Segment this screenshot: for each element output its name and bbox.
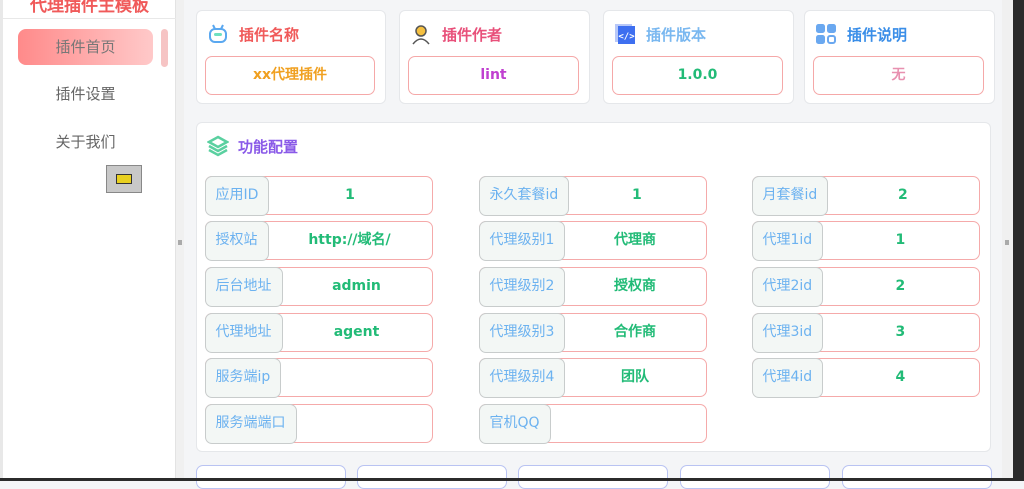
sidebar: 代理插件主模板 插件首页 插件设置 关于我们 — [0, 0, 176, 481]
config-field-input[interactable]: 代理商 — [613, 232, 656, 248]
config-field-input[interactable] — [549, 405, 706, 442]
config-field-label: 代理2id — [751, 266, 824, 307]
action-button[interactable] — [680, 465, 830, 489]
window-edge — [1013, 0, 1024, 481]
user-icon — [410, 23, 432, 45]
action-button[interactable] — [196, 465, 346, 489]
info-card-title: 插件作者 — [442, 25, 503, 44]
config-field-input[interactable] — [280, 359, 432, 396]
info-card: 插件说明 无 — [804, 10, 995, 104]
config-field: 代理地址 agent — [204, 312, 433, 353]
info-card: 插件名称 xx代理插件 — [196, 10, 386, 104]
nav-plugin-settings[interactable]: 插件设置 — [55, 85, 116, 103]
info-card-value[interactable]: xx代理插件 — [205, 56, 375, 95]
config-field: 应用ID 1 — [204, 175, 433, 216]
action-button[interactable] — [842, 465, 992, 489]
config-field-input[interactable]: 2 — [898, 187, 908, 203]
config-field-label: 代理级别3 — [478, 312, 566, 353]
info-card: </> 插件版本 1.0.0 — [603, 10, 794, 104]
config-field-label: 授权站 — [204, 220, 269, 261]
config-field-label: 后台地址 — [204, 266, 283, 307]
config-title: 功能配置 — [238, 137, 299, 156]
config-field-label: 代理3id — [751, 312, 824, 353]
config-field: 服务端端口 — [204, 403, 433, 444]
config-field-input[interactable]: admin — [332, 278, 381, 294]
info-card-title: 插件名称 — [239, 25, 300, 44]
info-card-value[interactable]: lint — [408, 56, 579, 95]
config-field: 代理3id 3 — [751, 312, 980, 353]
info-card: 插件作者 lint — [399, 10, 590, 104]
config-field-input[interactable] — [295, 405, 432, 442]
config-field-label: 代理级别1 — [478, 220, 566, 261]
layers-icon — [207, 135, 229, 157]
config-field: 官机QQ — [478, 403, 707, 444]
action-button[interactable] — [357, 465, 507, 489]
config-field-input[interactable]: 授权商 — [613, 278, 656, 294]
config-field: 后台地址 admin — [204, 266, 433, 307]
app-title: 代理插件主模板 — [3, 0, 176, 19]
nav-plugin-home[interactable]: 插件首页 — [18, 29, 153, 65]
config-field-input[interactable]: 1 — [345, 187, 355, 203]
config-field-label: 服务端端口 — [204, 403, 297, 444]
config-field-label: 代理级别4 — [478, 357, 566, 398]
code-icon: </> — [614, 23, 636, 45]
config-field-label: 月套餐id — [751, 175, 829, 216]
config-field-label: 官机QQ — [478, 403, 551, 444]
config-field-label: 代理1id — [751, 220, 824, 261]
config-field-label: 永久套餐id — [478, 175, 570, 216]
config-card: 功能配置 应用ID 1 授权站 http://域名/ 后台地址 admin 代理… — [196, 122, 991, 452]
config-field-input[interactable]: 3 — [895, 324, 906, 340]
config-field-label: 代理地址 — [204, 312, 283, 353]
config-field-input[interactable]: 1 — [632, 187, 642, 203]
nav-about-us[interactable]: 关于我们 — [55, 133, 116, 151]
action-button[interactable] — [518, 465, 668, 489]
info-card-value[interactable]: 无 — [813, 56, 984, 95]
config-field-input[interactable]: http://域名/ — [308, 232, 391, 248]
right-splitter[interactable] — [1002, 0, 1013, 481]
config-field: 服务端ip — [204, 357, 433, 398]
svg-text:</>: </> — [618, 32, 635, 42]
config-field: 代理级别4 团队 — [478, 357, 707, 398]
config-field: 永久套餐id 1 — [478, 175, 707, 216]
config-field-input[interactable]: 团队 — [620, 369, 649, 385]
config-field-label: 服务端ip — [204, 357, 282, 398]
robot-icon — [207, 23, 229, 45]
info-card-title: 插件版本 — [646, 25, 707, 44]
config-field-label: 应用ID — [204, 175, 270, 216]
config-field: 代理2id 2 — [751, 266, 980, 307]
config-field-input[interactable]: agent — [333, 324, 380, 340]
config-field-input[interactable]: 4 — [895, 369, 906, 385]
info-card-value[interactable]: 1.0.0 — [612, 56, 783, 95]
config-field: 月套餐id 2 — [751, 175, 980, 216]
window-bottom-edge — [0, 478, 1024, 481]
config-field: 代理1id 1 — [751, 220, 980, 261]
config-field-input[interactable]: 1 — [895, 232, 906, 248]
config-field: 代理级别3 合作商 — [478, 312, 707, 353]
config-field-label: 代理级别2 — [478, 266, 566, 307]
config-field-label: 代理4id — [751, 357, 824, 398]
config-field: 代理级别2 授权商 — [478, 266, 707, 307]
main-content: 插件名称 xx代理插件 插件作者 lint </> 插件版本 1.0.0 插件说明… — [186, 0, 1004, 489]
config-field-input[interactable]: 2 — [895, 278, 906, 294]
grid-icon — [815, 23, 837, 45]
config-field: 授权站 http://域名/ — [204, 220, 433, 261]
info-card-title: 插件说明 — [847, 25, 908, 44]
config-field: 代理4id 4 — [751, 357, 980, 398]
sidebar-scrollbar[interactable] — [161, 29, 168, 67]
config-field-input[interactable]: 合作商 — [613, 324, 656, 340]
zip-icon[interactable] — [106, 165, 142, 193]
config-field: 代理级别1 代理商 — [478, 220, 707, 261]
left-splitter[interactable] — [176, 0, 184, 481]
